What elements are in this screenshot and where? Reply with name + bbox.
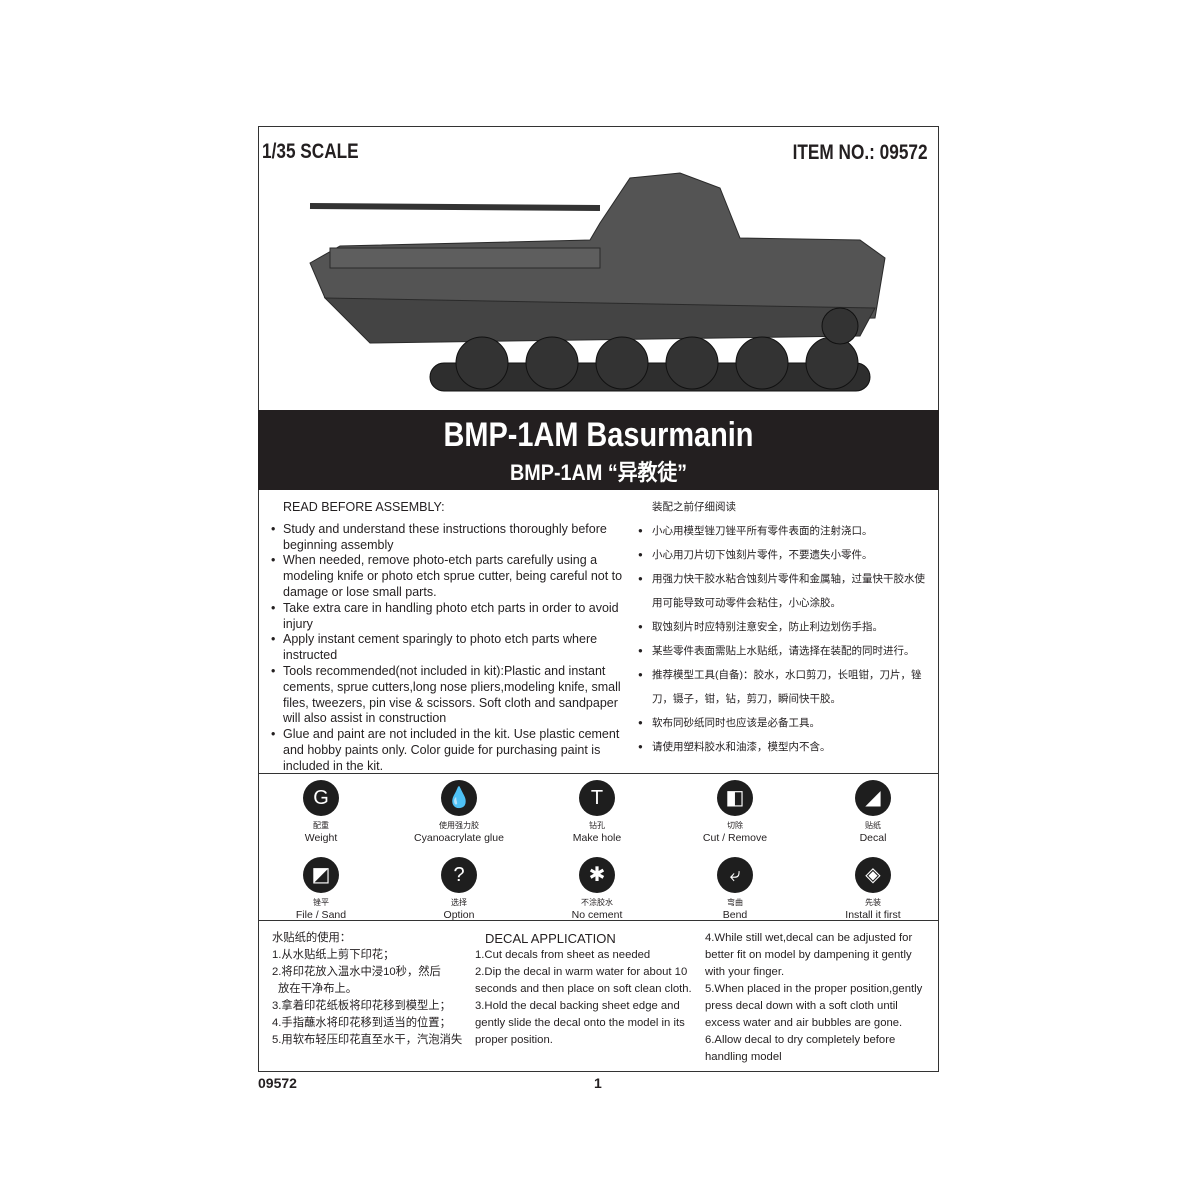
model-subtitle: BMP-1AM “异教徒” <box>509 460 688 485</box>
symbol-en-label: Option <box>443 909 475 921</box>
symbol-cn-label: 配重 <box>313 821 329 830</box>
instruction-item: Study and understand these instructions … <box>271 522 630 554</box>
cn-item: 用强力快干胶水粘合蚀刻片零件和金属轴，过量快干胶水使用可能导致可动零件会粘住，小… <box>638 567 930 615</box>
instruction-item: Apply instant cement sparingly to photo … <box>271 632 630 664</box>
cn-item: 请使用塑料胶水和油漆，模型内不含。 <box>638 735 930 759</box>
glue-drop-icon: 💧 <box>441 780 477 816</box>
instruction-item: Tools recommended(not included in kit):P… <box>271 664 630 727</box>
divider <box>258 920 939 921</box>
symbol-en-label: Bend <box>722 909 748 921</box>
decal-cn-item: 1.从水贴纸上剪下印花； <box>272 949 395 961</box>
decal-icon: ◢ <box>855 780 891 816</box>
cn-item: 小心用模型锉刀锉平所有零件表面的注射浇口。 <box>638 519 930 543</box>
symbol-en-label: Decal <box>859 832 887 844</box>
cn-item: 推荐模型工具(自备)：胶水，水口剪刀，长咀钳，刀片，锉刀，镊子，钳，钻，剪刀，瞬… <box>638 663 930 711</box>
symbol-en-label: Cut / Remove <box>702 832 768 844</box>
drill-icon: T <box>579 780 615 816</box>
symbol-cut-remove: ◧ 切除 Cut / Remove <box>675 780 795 844</box>
symbol-en-label: Weight <box>304 832 338 844</box>
read-before-en: READ BEFORE ASSEMBLY: Study and understa… <box>270 500 630 775</box>
decal-en: DECAL APPLICATION 1.Cut decals from shee… <box>475 930 705 1049</box>
decal-en-item: 2.Dip the decal in warm water for about … <box>475 966 692 995</box>
symbol-bend: ⤶ 弯曲 Bend <box>675 857 795 921</box>
read-before-cn-heading: 装配之前仔细阅读 <box>652 501 736 513</box>
decal-en-item: 6.Allow decal to dry completely before h… <box>705 1034 896 1063</box>
symbol-cn-label: 不涂胶水 <box>581 898 613 907</box>
symbol-cn-label: 先装 <box>865 898 881 907</box>
symbol-cn-label: 贴纸 <box>865 821 881 830</box>
cn-item: 软布同砂纸同时也应该是必备工具。 <box>638 711 930 735</box>
instruction-item: Take extra care in handling photo etch p… <box>271 601 630 633</box>
cn-item: 小心用刀片切下蚀刻片零件，不要遗失小零件。 <box>638 543 930 567</box>
symbol-option: ? 选择 Option <box>399 857 519 921</box>
decal-en-cont: 4.While still wet,decal can be adjusted … <box>705 930 933 1066</box>
decal-cn-item: 2.将印花放入温水中浸10秒，然后 <box>272 966 441 978</box>
symbol-en-label: Make hole <box>572 832 622 844</box>
symbol-decal: ◢ 贴纸 Decal <box>813 780 933 844</box>
decal-cn-item: 3.拿着印花纸板将印花移到模型上； <box>272 1000 451 1012</box>
symbol-en-label: No cement <box>571 909 623 921</box>
cn-item: 某些零件表面需贴上水贴纸，请选择在装配的同时进行。 <box>638 639 930 663</box>
symbol-weight: G 配重 Weight <box>261 780 381 844</box>
no-cement-icon: ✱ <box>579 857 615 893</box>
scale-label: 1/35 SCALE <box>262 140 359 163</box>
instruction-sheet <box>258 126 939 1072</box>
tank-illustration <box>309 172 886 392</box>
footer-item-number: 09572 <box>258 1075 297 1091</box>
decal-cn-item: 4.手指蘸水将印花移到适当的位置； <box>272 1017 451 1029</box>
question-icon: ? <box>441 857 477 893</box>
instruction-item: When needed, remove photo-etch parts car… <box>271 553 630 600</box>
symbol-en-label: Install it first <box>845 909 901 921</box>
symbol-cn-label: 切除 <box>727 821 743 830</box>
decal-en-heading: DECAL APPLICATION <box>485 931 616 946</box>
symbol-en-label: Cyanoacrylate glue <box>414 832 504 844</box>
title-band: BMP-1AM Basurmanin BMP-1AM “异教徒” <box>258 410 939 490</box>
symbol-cn-label: 使用强力胶 <box>439 821 479 830</box>
decal-en-item: 1.Cut decals from sheet as needed <box>475 949 651 961</box>
decal-cn-item: 5.用软布轻压印花直至水干，汽泡消失 <box>272 1034 463 1046</box>
decal-en-item: 5.When placed in the proper position,gen… <box>705 983 923 1029</box>
symbol-cn-label: 锉平 <box>313 898 329 907</box>
read-before-heading: READ BEFORE ASSEMBLY: <box>283 500 445 514</box>
cut-icon: ◧ <box>717 780 753 816</box>
symbol-cn-label: 钻孔 <box>589 821 605 830</box>
cn-item: 取蚀刻片时应特别注意安全，防止利边划伤手指。 <box>638 615 930 639</box>
decal-cn-heading: 水贴纸的使用： <box>272 932 352 944</box>
decal-cn: 水贴纸的使用： 1.从水贴纸上剪下印花； 2.将印花放入温水中浸10秒，然后 放… <box>272 930 472 1049</box>
page-number: 1 <box>594 1075 602 1091</box>
decal-cn-item: 放在干净布上。 <box>278 983 358 995</box>
install-first-icon: ◈ <box>855 857 891 893</box>
symbol-no-cement: ✱ 不涂胶水 No cement <box>537 857 657 921</box>
weight-bottle-icon: G <box>303 780 339 816</box>
symbol-en-label: File / Sand <box>295 909 347 921</box>
decal-en-item: 4.While still wet,decal can be adjusted … <box>705 932 913 978</box>
read-before-cn: 装配之前仔细阅读 小心用模型锉刀锉平所有零件表面的注射浇口。 小心用刀片切下蚀刻… <box>638 495 930 759</box>
bend-arrow-icon: ⤶ <box>717 857 753 893</box>
instruction-item: Glue and paint are not included in the k… <box>271 727 630 774</box>
symbol-cyanoacrylate-glue: 💧 使用强力胶 Cyanoacrylate glue <box>399 780 519 844</box>
symbol-make-hole: T 钻孔 Make hole <box>537 780 657 844</box>
file-icon: ◩ <box>303 857 339 893</box>
divider <box>258 773 939 774</box>
symbol-file-sand: ◩ 锉平 File / Sand <box>261 857 381 921</box>
symbol-install-it-first: ◈ 先装 Install it first <box>813 857 933 921</box>
symbol-cn-label: 弯曲 <box>727 898 743 907</box>
item-number: ITEM NO.: 09572 <box>793 141 928 164</box>
decal-en-item: 3.Hold the decal backing sheet edge and … <box>475 1000 685 1046</box>
symbol-cn-label: 选择 <box>451 898 467 907</box>
model-title: BMP-1AM Basurmanin <box>443 416 754 454</box>
